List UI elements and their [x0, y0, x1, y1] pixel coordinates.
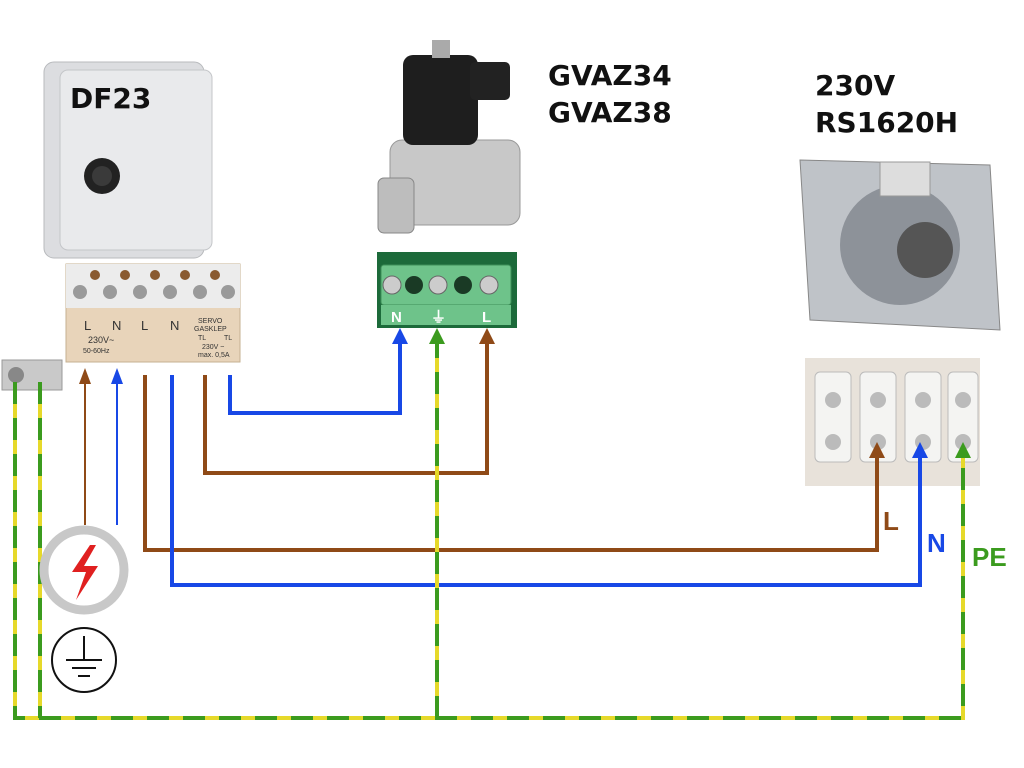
gas-valve: N ⏚ L GVAZ34 GVAZ38 — [377, 40, 672, 328]
arrow-icon — [392, 328, 408, 344]
arrow-icon — [955, 442, 971, 458]
servo-label: SERVO — [198, 318, 223, 325]
ground-symbol-icon — [51, 627, 117, 693]
fan: 230V RS1620H L N PE — [799, 69, 1007, 572]
term-supply-n: N — [112, 318, 121, 333]
df23-controller: DF23 L N L N 230V~ 50-60Hz SERVO GASKLEP… — [43, 61, 241, 363]
supply-voltage: 230V~ — [88, 335, 114, 345]
servo-max: max. 0,5A — [198, 352, 230, 359]
arrow-icon — [912, 442, 928, 458]
fan-voltage: 230V — [815, 69, 895, 102]
wire-brown-fan — [143, 375, 879, 552]
valve-term-ground: ⏚ — [431, 309, 446, 326]
term-out-n: N — [170, 318, 179, 333]
power-supply-icon — [39, 525, 129, 615]
arrow-icon — [111, 368, 123, 384]
arrow-icon — [869, 442, 885, 458]
gasklep-label: GASKLEP — [194, 326, 227, 333]
valve-model-2: GVAZ38 — [548, 96, 672, 129]
tl-label-2: TL — [224, 335, 232, 342]
fan-label-n: N — [927, 528, 946, 558]
arrow-icon — [429, 328, 445, 344]
wire-blue-valve — [228, 336, 402, 415]
valve-term-l: L — [482, 309, 491, 326]
arrowheads — [79, 328, 971, 458]
servo-voltage: 230V ~ — [202, 344, 224, 351]
arrow-icon — [79, 368, 91, 384]
wire-brown-valve — [203, 336, 489, 475]
arrow-icon — [479, 328, 495, 344]
fan-model: RS1620H — [815, 106, 958, 139]
term-supply-l: L — [84, 318, 91, 333]
screw-icon — [8, 367, 24, 383]
df23-label: DF23 — [70, 82, 151, 115]
lightning-icon — [72, 545, 98, 600]
wire-blue-fan — [170, 375, 922, 587]
term-out-l: L — [141, 318, 148, 333]
supply-freq: 50-60Hz — [83, 348, 110, 355]
tl-label-1: TL — [198, 335, 206, 342]
fan-label-pe: PE — [972, 542, 1007, 572]
valve-model-1: GVAZ34 — [548, 59, 672, 92]
fan-label-l: L — [883, 506, 899, 536]
wire-pe — [13, 336, 965, 720]
valve-term-n: N — [391, 309, 402, 326]
